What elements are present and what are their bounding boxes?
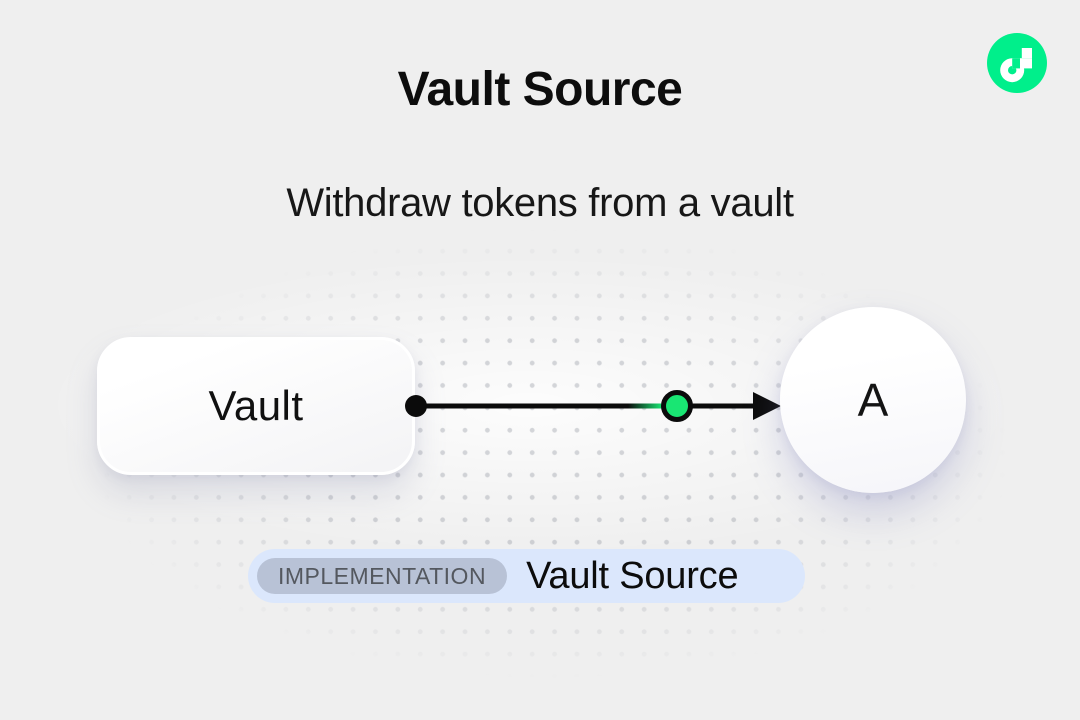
- implementation-badge: IMPLEMENTATION Vault Source: [248, 549, 805, 603]
- vault-node-label: Vault: [208, 382, 304, 429]
- account-node: A: [780, 307, 966, 493]
- page-subtitle: Withdraw tokens from a vault: [286, 181, 794, 225]
- account-node-label: A: [857, 374, 889, 426]
- vault-node: Vault: [97, 337, 415, 475]
- connector-green-fade: [628, 403, 662, 409]
- badge-tag: IMPLEMENTATION: [257, 558, 508, 594]
- flow-logo-icon: [987, 33, 1047, 93]
- connector-start-dot: [405, 395, 427, 417]
- connector-event-dot: [661, 390, 693, 422]
- badge-label: Vault Source: [526, 554, 739, 597]
- page-title: Vault Source: [397, 63, 683, 116]
- connector-arrow: [405, 390, 781, 422]
- connector-arrowhead-icon: [753, 392, 781, 420]
